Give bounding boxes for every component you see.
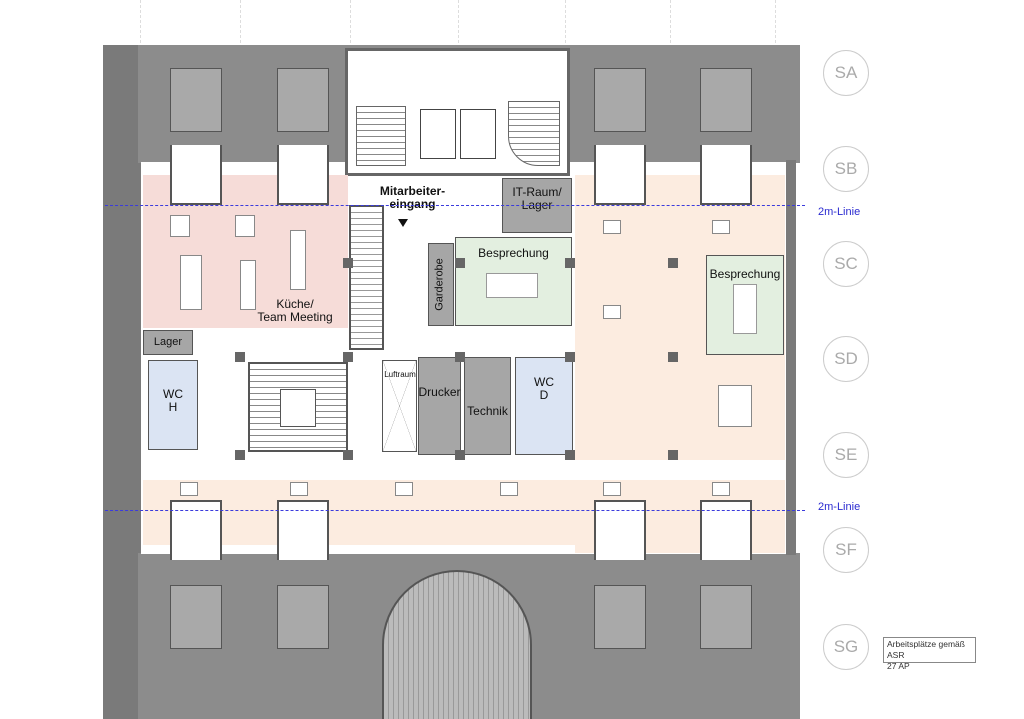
- column: [668, 258, 678, 268]
- 2m-line-label: 2m-Linie: [818, 206, 861, 218]
- wc-men-label: WC H: [163, 387, 183, 414]
- stair-well: [280, 389, 316, 427]
- desk: [603, 482, 621, 496]
- void-label: Luftraum: [384, 370, 416, 379]
- kitchen-label: Küche/ Team Meeting: [257, 297, 333, 324]
- note-line2: 27 AP: [887, 661, 910, 671]
- meeting-table: [733, 284, 757, 334]
- window: [277, 68, 329, 132]
- window-recess: [594, 145, 646, 205]
- window: [594, 68, 646, 132]
- axis-marker: SF: [823, 527, 869, 573]
- entrance-label: Mitarbeiter- eingang: [379, 184, 446, 211]
- storage-room: [143, 330, 193, 355]
- desk: [180, 482, 198, 496]
- column: [343, 352, 353, 362]
- meeting-center-label: Besprechung: [478, 246, 549, 260]
- column: [668, 450, 678, 460]
- meeting-right-label: Besprechung: [709, 267, 781, 281]
- printer-room: [418, 357, 461, 455]
- kitchen-island: [180, 255, 202, 310]
- right-wall: [786, 160, 796, 555]
- wardrobe: [428, 243, 454, 326]
- elevator: [460, 109, 496, 159]
- window-recess: [277, 500, 329, 560]
- printer-label: Drucker: [418, 385, 461, 399]
- workstation-note: Arbeitsplätze gemäß ASR 27 AP: [883, 637, 976, 671]
- storage-label: Lager: [153, 336, 183, 348]
- staircase-central: [248, 362, 348, 452]
- 2m-line-label: 2m-Linie: [818, 501, 861, 513]
- technical-room: [464, 357, 511, 455]
- entrance-staircase: [349, 205, 384, 350]
- column: [343, 258, 353, 268]
- desk: [712, 482, 730, 496]
- axis-marker: SC: [823, 241, 869, 287]
- desk: [500, 482, 518, 496]
- window-recess: [170, 145, 222, 205]
- desk: [718, 385, 752, 427]
- entrance-arrow-icon: [398, 219, 408, 227]
- stair-core: [345, 48, 570, 176]
- 2m-line: [105, 205, 805, 206]
- axis-marker: SG: [823, 624, 869, 670]
- desk: [603, 220, 621, 234]
- column: [455, 450, 465, 460]
- window-recess: [594, 500, 646, 560]
- window-recess: [700, 500, 752, 560]
- column: [235, 352, 245, 362]
- window: [594, 585, 646, 649]
- column: [565, 450, 575, 460]
- window-recess: [700, 145, 752, 205]
- table: [170, 215, 190, 237]
- 2m-line: [105, 510, 805, 511]
- spiral-staircase: [508, 101, 560, 166]
- void-area: [382, 360, 417, 452]
- window: [277, 585, 329, 649]
- column: [565, 258, 575, 268]
- meeting-table: [486, 273, 538, 298]
- window-recess: [170, 500, 222, 560]
- wc-women-label: WC D: [534, 375, 554, 402]
- table: [240, 260, 256, 310]
- desk: [290, 482, 308, 496]
- window: [170, 585, 222, 649]
- workspace-zone-bottom: [143, 480, 785, 545]
- meeting-room-right: [706, 255, 784, 355]
- axis-marker: SD: [823, 336, 869, 382]
- wc-men-room: [148, 360, 198, 450]
- it-room-label: IT-Raum/ Lager: [512, 185, 562, 212]
- axis-marker: SA: [823, 50, 869, 96]
- left-wall: [103, 45, 141, 719]
- technical-label: Technik: [467, 404, 508, 418]
- desk: [603, 305, 621, 319]
- column: [235, 450, 245, 460]
- window: [170, 68, 222, 132]
- staircase: [356, 106, 406, 166]
- window: [700, 68, 752, 132]
- arch-entrance: [382, 570, 532, 719]
- window: [700, 585, 752, 649]
- desk: [712, 220, 730, 234]
- meeting-room-center: [455, 237, 572, 326]
- axis-marker: SB: [823, 146, 869, 192]
- elevator: [420, 109, 456, 159]
- column: [565, 352, 575, 362]
- wardrobe-label: Garderobe: [433, 258, 446, 311]
- column: [668, 352, 678, 362]
- axis-marker: SE: [823, 432, 869, 478]
- column: [455, 258, 465, 268]
- desk: [395, 482, 413, 496]
- column: [455, 352, 465, 362]
- table: [290, 230, 306, 290]
- wc-women-room: [515, 357, 573, 455]
- column: [343, 450, 353, 460]
- note-line1: Arbeitsplätze gemäß ASR: [887, 639, 965, 660]
- table: [235, 215, 255, 237]
- window-recess: [277, 145, 329, 205]
- corridor: [143, 460, 785, 480]
